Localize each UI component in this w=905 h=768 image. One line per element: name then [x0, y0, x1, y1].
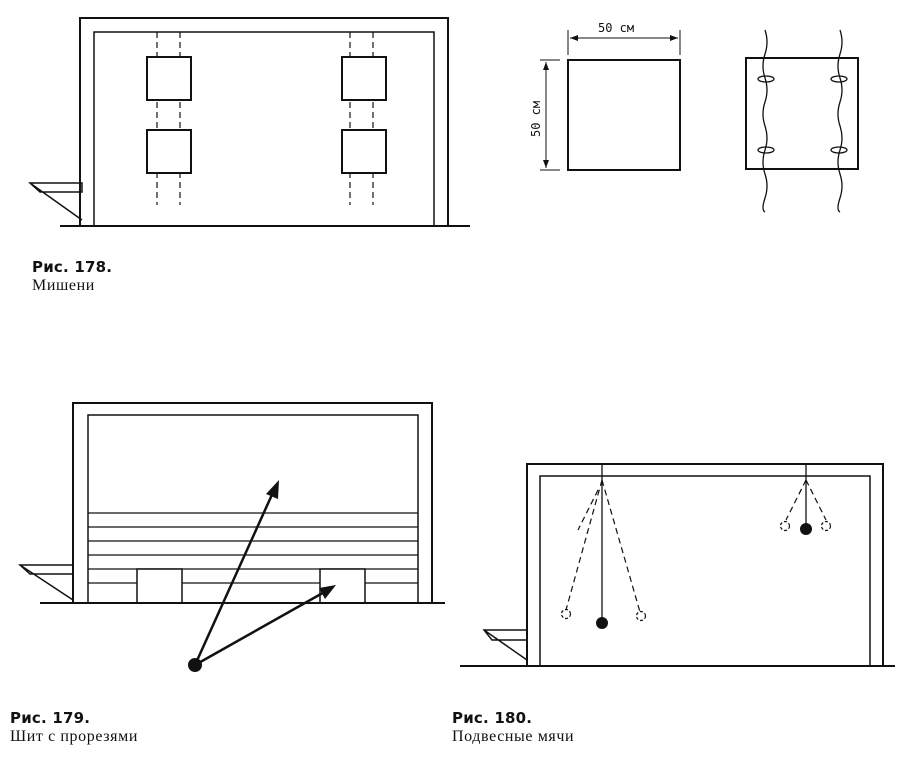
fig178-wall — [28, 17, 470, 227]
ball-icon — [800, 523, 812, 535]
target-square — [146, 129, 192, 174]
fig180-wall — [460, 463, 895, 667]
fig178-title: Мишени — [32, 277, 95, 294]
target-square — [146, 56, 192, 101]
target-square — [341, 56, 387, 101]
dimension-height-label: 50 см — [529, 101, 543, 137]
ball-icon — [188, 658, 202, 672]
fig178-number: Рис. 178. — [32, 258, 113, 276]
fig178-target-dimension — [540, 30, 681, 171]
fig179-number: Рис. 179. — [10, 709, 91, 727]
slot-right — [319, 568, 366, 604]
dimension-width-label: 50 см — [598, 21, 634, 35]
slot-left — [136, 568, 183, 604]
fig178-target-ropes — [745, 29, 859, 213]
fig179-board — [18, 402, 445, 672]
ball-icon — [596, 617, 608, 629]
fig180-title: Подвесные мячи — [452, 728, 575, 745]
fig179-title: Шит с прорезями — [10, 728, 139, 745]
fig180-number: Рис. 180. — [452, 709, 533, 727]
target-square — [341, 129, 387, 174]
